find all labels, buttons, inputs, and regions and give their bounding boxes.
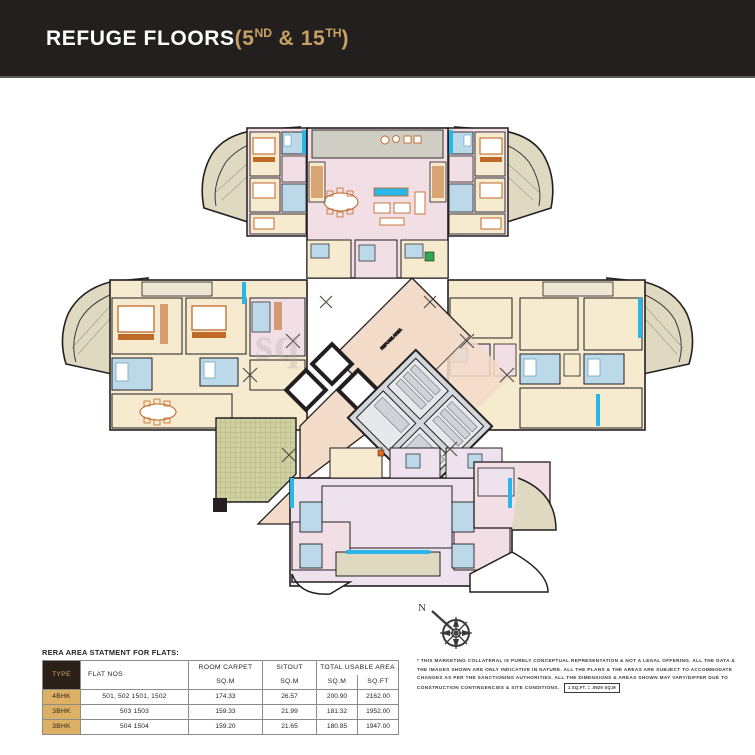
floor-ordinal-first: ND: [254, 26, 273, 40]
cell-sitout: 26.57: [262, 689, 317, 705]
table-row: 4BHK 501, 502 1501, 1502 174.33 26.57 20…: [42, 689, 400, 705]
column-header-total-usable-area: TOTAL USABLE AREA: [315, 660, 400, 675]
north-west-wing: [201, 126, 308, 237]
cell-type: 3BHK: [42, 704, 81, 720]
compass-rose-icon: [431, 610, 472, 649]
cell-sitout: 21.65: [262, 719, 317, 735]
unit-header-total-sqm: SQ.M: [316, 675, 358, 690]
floor-plan-canvas: REFUGE AREA: [0, 82, 755, 602]
cell-flat-nos: 503 1503: [80, 704, 189, 720]
page-header: REFUGE FLOORS(5ND & 15TH): [0, 0, 755, 76]
rera-table-block: RERA AREA STATMENT FOR FLATS: TYPE FLAT …: [42, 648, 400, 735]
cell-flat-nos: 504 1504: [80, 719, 189, 735]
table-header-row-1: TYPE FLAT NOS ROOM CARPET SITOUT TOTAL U…: [42, 660, 400, 690]
floor-plan-drawing: REFUGE AREA: [61, 126, 694, 595]
table-header-row-2: SQ.M SQ.M SQ.M SQ.FT: [43, 675, 400, 690]
table-row: 3BHK 504 1504 159.20 21.65 180.85 1947.0…: [42, 719, 400, 735]
column-header-flat-nos: FLAT NOS: [80, 660, 189, 690]
west-wing: [61, 277, 308, 431]
title-paren-close: ): [341, 27, 350, 50]
cell-total-sqm: 180.85: [316, 719, 358, 735]
cell-total-sqft: 2162.00: [356, 689, 400, 705]
disclaimer-body: * THIS MARKETING COLLATERAL IS PURELY CO…: [417, 658, 736, 690]
cell-room-carpet: 159.20: [188, 719, 263, 735]
cell-type: 3BHK: [42, 719, 81, 735]
unit-header-sitout: SQ.M: [262, 675, 317, 690]
column-markers: [242, 295, 515, 463]
floor-ordinal-second: TH: [325, 26, 342, 40]
disclaimer-text: * THIS MARKETING COLLATERAL IS PURELY CO…: [417, 657, 741, 694]
unit-header-room-carpet: SQ.M: [188, 675, 263, 690]
floor-number-first: 5: [242, 27, 255, 50]
compass-north-label: N: [418, 602, 426, 614]
unit-header-total-sqft: SQ.FT: [356, 675, 400, 690]
scale-note: 1 SQ.FT. = .0929 SQ.M: [563, 682, 620, 694]
table-row: 3BHK 503 1503 159.33 21.99 181.32 1952.0…: [42, 704, 400, 720]
cell-room-carpet: 159.33: [188, 704, 263, 720]
column-header-type: TYPE: [42, 660, 81, 690]
cell-room-carpet: 174.33: [188, 689, 263, 705]
rera-area-table: TYPE FLAT NOS ROOM CARPET SITOUT TOTAL U…: [42, 660, 400, 735]
column-header-sitout: SITOUT: [262, 660, 317, 675]
cell-total-sqft: 1952.00: [356, 704, 400, 720]
column-header-room-carpet: ROOM CARPET: [188, 660, 263, 675]
cell-type: 4BHK: [42, 689, 81, 705]
title-paren-open: (: [234, 27, 243, 50]
page-title-main: REFUGE FLOORS: [46, 27, 235, 50]
cell-total-sqft: 1947.00: [356, 719, 400, 735]
title-ampersand: &: [272, 27, 301, 50]
north-central-block: [306, 127, 449, 279]
cell-flat-nos: 501, 502 1501, 1502: [80, 689, 189, 705]
terrace-refuge-deck: [213, 417, 297, 512]
header-divider: [0, 76, 755, 78]
compass-rose: N: [418, 602, 490, 652]
floor-number-second: 15: [300, 27, 326, 50]
page-title: REFUGE FLOORS(5ND & 15TH): [46, 26, 349, 51]
south-wing: [289, 447, 557, 595]
north-east-wing: [447, 126, 554, 237]
cell-total-sqm: 181.32: [316, 704, 358, 720]
cell-total-sqm: 200.90: [316, 689, 358, 705]
cell-sitout: 21.99: [262, 704, 317, 720]
east-wing: [447, 277, 694, 431]
rera-table-caption: RERA AREA STATMENT FOR FLATS:: [42, 648, 179, 657]
